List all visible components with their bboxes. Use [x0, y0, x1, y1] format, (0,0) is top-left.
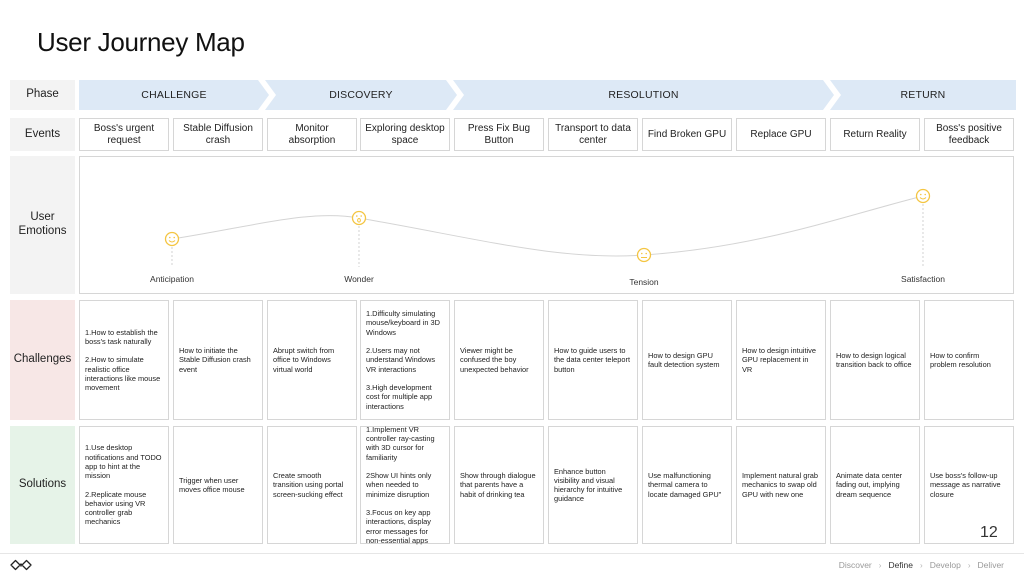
- phase-return: RETURN: [830, 80, 1016, 110]
- solution-card: Use boss's follow-up message as narrativ…: [924, 426, 1014, 544]
- events-row-label: Events: [10, 118, 75, 151]
- challenge-text: Abrupt switch from office to Windows vir…: [273, 346, 335, 374]
- solution-text: Implement natural grab mechanics to swap…: [742, 471, 818, 499]
- solution-card: Show through dialogue that parents have …: [454, 426, 544, 544]
- challenge-card: 1.Difficulty simulating mouse/keyboard i…: [360, 300, 450, 420]
- challenge-text: How to confirm problem resolution: [930, 350, 991, 369]
- emotion-label: Wonder: [344, 274, 374, 284]
- page-number: 12: [980, 524, 998, 541]
- emotion-line: [171, 195, 924, 257]
- footer-divider: [0, 553, 1024, 554]
- challenge-card: How to design logical transition back to…: [830, 300, 920, 420]
- nav-discover[interactable]: Discover: [838, 560, 872, 570]
- solutions-row-label: Solutions: [10, 426, 75, 544]
- phase-strip: CHALLENGE DISCOVERY RESOLUTION RETURN: [79, 80, 1016, 110]
- phase-resolution: RESOLUTION: [453, 80, 834, 110]
- solution-text: Animate data center fading out, implying…: [836, 471, 903, 499]
- emotion-curve-panel: Anticipation Wonder Tension Satisfaction: [79, 156, 1014, 294]
- solution-text: Create smooth transition using portal sc…: [273, 471, 344, 499]
- emotion-label: Anticipation: [150, 274, 194, 284]
- worried-face-icon: [636, 247, 652, 263]
- solution-card: Enhance button visibility and visual hie…: [548, 426, 638, 544]
- solution-text: Use boss's follow-up message as narrativ…: [930, 471, 1001, 499]
- event-card: Find Broken GPU: [642, 118, 732, 151]
- phase-challenge: CHALLENGE: [79, 80, 269, 110]
- solution-text: 1.Implement VR controller ray-casting wi…: [366, 424, 435, 545]
- event-card: Stable Diffusion crash: [173, 118, 263, 151]
- solution-card: Implement natural grab mechanics to swap…: [736, 426, 826, 544]
- challenge-card: 1.How to establish the boss's task natur…: [79, 300, 169, 420]
- challenge-text: 1.Difficulty simulating mouse/keyboard i…: [366, 309, 440, 411]
- challenge-text: How to design logical transition back to…: [836, 350, 912, 369]
- page-title: User Journey Map: [37, 27, 245, 57]
- challenge-text: How to design GPU fault detection system: [648, 350, 720, 369]
- solution-text: Show through dialogue that parents have …: [460, 471, 536, 499]
- challenge-text: Viewer might be confused the boy unexpec…: [460, 346, 529, 374]
- chevron-right-icon: ›: [967, 560, 971, 570]
- solution-card: 1.Implement VR controller ray-casting wi…: [360, 424, 450, 545]
- solution-card: Create smooth transition using portal sc…: [267, 426, 357, 544]
- nav-deliver[interactable]: Deliver: [977, 560, 1004, 570]
- solution-card: Animate data center fading out, implying…: [830, 426, 920, 544]
- challenge-card: Viewer might be confused the boy unexpec…: [454, 300, 544, 420]
- challenge-text: How to design intuitive GPU replacement …: [742, 346, 816, 374]
- challenge-card: How to guide users to the data center te…: [548, 300, 638, 420]
- emotions-row-label: User Emotions: [10, 156, 75, 294]
- phase-discovery: DISCOVERY: [265, 80, 457, 110]
- smile-face-icon: [915, 188, 931, 204]
- event-card: Exploring desktop space: [360, 118, 450, 151]
- phase-row-label: Phase: [10, 80, 75, 110]
- brand-logo-icon: [10, 559, 32, 571]
- solution-text: 1.Use desktop notifications and TODO app…: [85, 443, 162, 527]
- emotion-curve: [164, 188, 931, 267]
- solution-card: Use malfunctioning thermal camera to loc…: [642, 426, 732, 544]
- surprised-face-icon: [351, 210, 367, 226]
- solution-card: 1.Use desktop notifications and TODO app…: [79, 426, 169, 544]
- footer-nav: Discover › Define › Develop › Deliver: [839, 560, 1004, 570]
- challenge-text: 1.How to establish the boss's task natur…: [85, 327, 161, 393]
- challenge-text: How to initiate the Stable Diffusion cra…: [179, 346, 251, 374]
- challenge-card: How to design intuitive GPU replacement …: [736, 300, 826, 420]
- emotion-label: Satisfaction: [901, 274, 945, 284]
- solution-card: Trigger when user moves office mouse: [173, 426, 263, 544]
- challenge-text: How to guide users to the data center te…: [554, 346, 631, 374]
- event-card: Replace GPU: [736, 118, 826, 151]
- challenge-card: How to design GPU fault detection system: [642, 300, 732, 420]
- event-card: Boss's urgent request: [79, 118, 169, 151]
- chevron-right-icon: ›: [878, 560, 882, 570]
- solution-text: Use malfunctioning thermal camera to loc…: [648, 471, 722, 499]
- event-card: Return Reality: [830, 118, 920, 151]
- event-card: Monitor absorption: [267, 118, 357, 151]
- emotion-label: Tension: [629, 277, 659, 287]
- nav-define[interactable]: Define: [888, 560, 914, 570]
- event-card: Press Fix Bug Button: [454, 118, 544, 151]
- event-card: Transport to data center: [548, 118, 638, 151]
- solution-text: Enhance button visibility and visual hie…: [554, 466, 623, 504]
- challenge-card: How to initiate the Stable Diffusion cra…: [173, 300, 263, 420]
- smile-face-icon: [164, 231, 180, 247]
- chevron-right-icon: ›: [920, 560, 923, 570]
- challenges-row-label: Challenges: [10, 300, 75, 420]
- challenge-card: Abrupt switch from office to Windows vir…: [267, 300, 357, 420]
- solution-text: Trigger when user moves office mouse: [179, 475, 245, 494]
- event-card: Boss's positive feedback: [924, 118, 1014, 151]
- nav-develop[interactable]: Develop: [929, 560, 961, 570]
- challenge-card: How to confirm problem resolution: [924, 300, 1014, 420]
